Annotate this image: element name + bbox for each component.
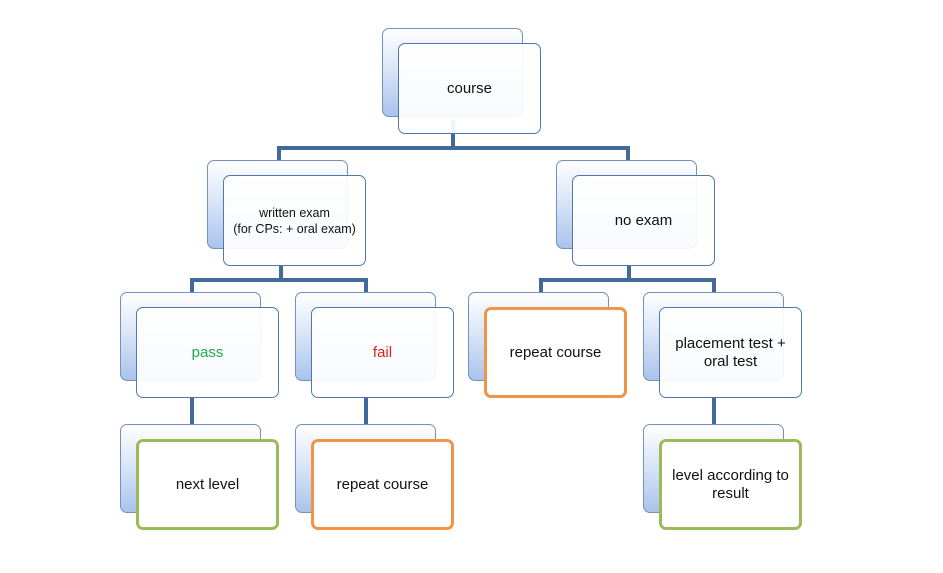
connector-no-exam-down [627, 266, 631, 281]
connector-fail-to-repeat-course [364, 397, 368, 426]
node-no-exam-box: no exam [572, 175, 715, 266]
connector-level2-left-horizontal [190, 278, 368, 282]
node-written-exam-box: written exam (for CPs: + oral exam) [223, 175, 366, 266]
node-next-level-label: next level [175, 475, 240, 493]
connector-to-no-exam [626, 146, 630, 162]
connector-to-repeat-course-no-exam [539, 278, 543, 294]
node-pass-label: pass [191, 343, 224, 361]
node-pass-box: pass [136, 307, 279, 398]
connector-course-down [451, 120, 455, 148]
node-course-box: course [398, 43, 541, 134]
connector-level1-horizontal [277, 146, 630, 150]
node-no-exam-label: no exam [614, 211, 673, 229]
connector-to-placement-test [712, 278, 716, 294]
node-level-according-box: level according to result [659, 439, 802, 530]
node-placement-test-label: placement test + oral test [675, 334, 786, 370]
node-next-level-box: next level [136, 439, 279, 530]
node-fail-box: fail [311, 307, 454, 398]
node-level-according-label: level according to result [672, 466, 789, 502]
node-repeat-course-fail-label: repeat course [336, 475, 429, 493]
node-repeat-course-no-exam-box: repeat course [484, 307, 627, 398]
connector-to-fail [364, 278, 368, 294]
node-fail-label: fail [372, 343, 393, 361]
connector-placement-to-level [712, 397, 716, 426]
node-placement-test-box: placement test + oral test [659, 307, 802, 398]
node-written-exam-label: written exam (for CPs: + oral exam) [233, 205, 356, 236]
connector-to-pass [190, 278, 194, 294]
node-repeat-course-fail-box: repeat course [311, 439, 454, 530]
connector-written-exam-down [279, 266, 283, 281]
connector-pass-to-next-level [190, 397, 194, 426]
node-course-label: course [446, 79, 493, 97]
node-repeat-course-no-exam-label: repeat course [509, 343, 602, 361]
connector-to-written-exam [277, 146, 281, 162]
connector-level2-right-horizontal [539, 278, 715, 282]
